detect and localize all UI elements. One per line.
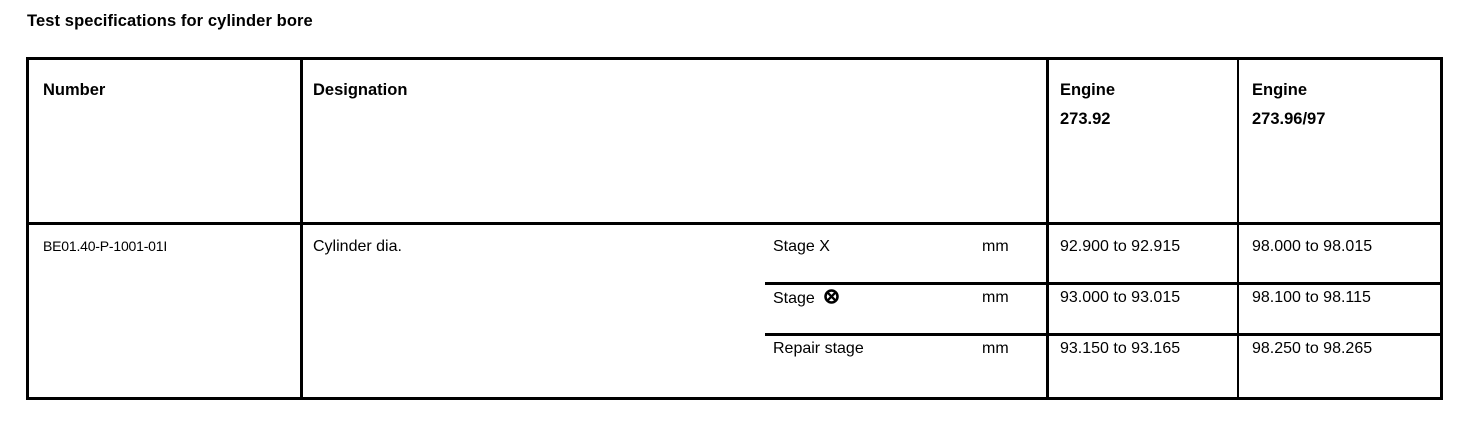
column-header-designation: Designation xyxy=(313,76,407,105)
value-engine-273-92-row-1: 92.900 to 92.915 xyxy=(1060,238,1181,255)
stage-label-1-text: Stage X xyxy=(773,238,830,255)
column-header-engine-273-96-97: Engine 273.96/97 xyxy=(1252,76,1325,134)
header-separator xyxy=(29,222,1440,225)
value-engine-273-96-97-row-2: 98.100 to 98.115 xyxy=(1252,289,1371,306)
column-header-engine-273-96-97-line1: Engine xyxy=(1252,81,1308,99)
stage-label-3-text: Repair stage xyxy=(773,340,864,357)
value-engine-273-92-row-3: 93.150 to 93.165 xyxy=(1060,340,1181,357)
stage-unit-2: mm xyxy=(982,289,1009,306)
value-engine-273-96-97-row-1: 98.000 to 98.015 xyxy=(1252,238,1373,255)
column-header-number: Number xyxy=(43,76,105,105)
column-header-engine-273-96-97-line2: 273.96/97 xyxy=(1252,109,1326,128)
stage-unit-1: mm xyxy=(982,238,1009,255)
stage-label-3: Repair stage xyxy=(773,340,864,358)
stage-label-2-text: Stage xyxy=(773,290,815,307)
stage-row-separator-1 xyxy=(765,282,1440,285)
column-header-engine-273-92-line1: Engine xyxy=(1060,81,1116,99)
cell-number: BE01.40-P-1001-01I xyxy=(43,238,168,254)
circle-x-icon xyxy=(824,289,840,309)
page-title: Test specifications for cylinder bore xyxy=(27,12,313,30)
value-engine-273-96-97-row-3: 98.250 to 98.265 xyxy=(1252,340,1373,357)
column-header-engine-273-92: Engine 273.92 xyxy=(1060,76,1115,134)
column-header-designation-label: Designation xyxy=(313,81,408,99)
stage-unit-3: mm xyxy=(982,340,1009,357)
column-divider-designation-engine1 xyxy=(1046,60,1049,397)
value-engine-273-92-row-2: 93.000 to 93.015 xyxy=(1060,289,1181,306)
specifications-table: Number Designation Engine 273.92 Engine … xyxy=(26,57,1443,400)
column-divider-number-designation xyxy=(300,60,303,397)
stage-label-2: Stage xyxy=(773,289,840,309)
cell-designation: Cylinder dia. xyxy=(313,238,402,255)
column-header-number-label: Number xyxy=(43,81,106,99)
stage-label-1: Stage X xyxy=(773,238,830,256)
column-header-engine-273-92-line2: 273.92 xyxy=(1060,109,1111,128)
stage-row-separator-2 xyxy=(765,333,1440,336)
column-divider-engine1-engine2 xyxy=(1237,60,1239,397)
